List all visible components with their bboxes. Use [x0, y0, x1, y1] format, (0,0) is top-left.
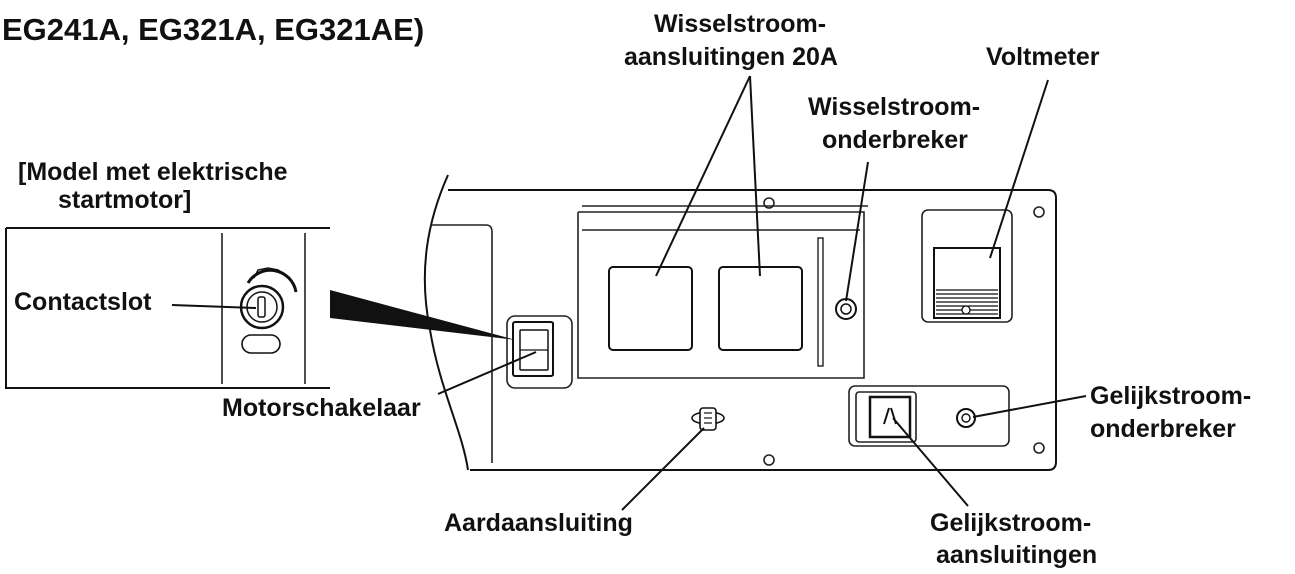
dc-breaker-label-line1: Gelijkstroom-	[1090, 382, 1251, 410]
dc-breaker-icon	[956, 408, 976, 428]
ground-terminal-icon	[691, 407, 725, 431]
screw-icon	[763, 197, 775, 209]
voltmeter-leader	[989, 79, 1049, 259]
page-title: EG241A, EG321A, EG321AE)	[2, 12, 424, 47]
voltmeter-icon	[921, 209, 1013, 323]
ac-breaker-icon	[835, 298, 857, 320]
ac-outlets-label-line2: aansluitingen 20A	[624, 43, 838, 71]
inset-heading-line1: [Model met elektrische	[18, 158, 288, 186]
screw-icon	[763, 454, 775, 466]
ground-terminal-label: Aardaansluiting	[444, 509, 633, 537]
ac-outlet-icon	[608, 266, 693, 351]
control-panel	[423, 174, 1057, 471]
panel-left-edge	[423, 174, 469, 471]
dc-outlets-leader	[892, 417, 969, 507]
dc-section-housing	[848, 385, 1010, 447]
screw-icon	[1033, 206, 1045, 218]
inset-heading-line2: startmotor]	[58, 186, 191, 214]
ac-breaker-leader	[845, 161, 869, 302]
ac-breaker-label-line1: Wisselstroom-	[808, 93, 980, 121]
dc-breaker-leader	[972, 395, 1087, 418]
engine-switch-leader	[437, 351, 537, 395]
ac-outlet-leader-right	[749, 75, 761, 277]
ac-outlet-icon	[718, 266, 803, 351]
key-switch-label: Contactslot	[14, 288, 152, 316]
screw-icon	[1033, 442, 1045, 454]
key-switch-icon	[239, 267, 298, 354]
ac-outlets-label-line1: Wisselstroom-	[654, 10, 826, 38]
dc-breaker-label-line2: onderbreker	[1090, 415, 1236, 443]
ground-terminal-leader	[621, 427, 705, 511]
voltmeter-label: Voltmeter	[986, 43, 1100, 71]
dc-outlets-label-line2: aansluitingen	[936, 541, 1097, 569]
engine-switch-label: Motorschakelaar	[222, 394, 421, 422]
inset-frame	[5, 227, 330, 389]
electric-start-inset: [Model met elektrische startmotor] Conta…	[5, 158, 516, 389]
ac-outlet-housing	[577, 205, 868, 379]
key-switch-leader	[171, 304, 257, 309]
indicator-bar	[817, 237, 824, 367]
panel-inner-edge	[432, 224, 493, 463]
rocker-switch-icon	[506, 315, 573, 389]
ac-breaker-label-line2: onderbreker	[822, 126, 968, 154]
ac-outlet-leader-left	[655, 75, 751, 277]
zoom-wedge	[330, 290, 516, 340]
dc-outlets-label-line1: Gelijkstroom-	[930, 509, 1091, 537]
panel-outline	[448, 189, 1057, 471]
